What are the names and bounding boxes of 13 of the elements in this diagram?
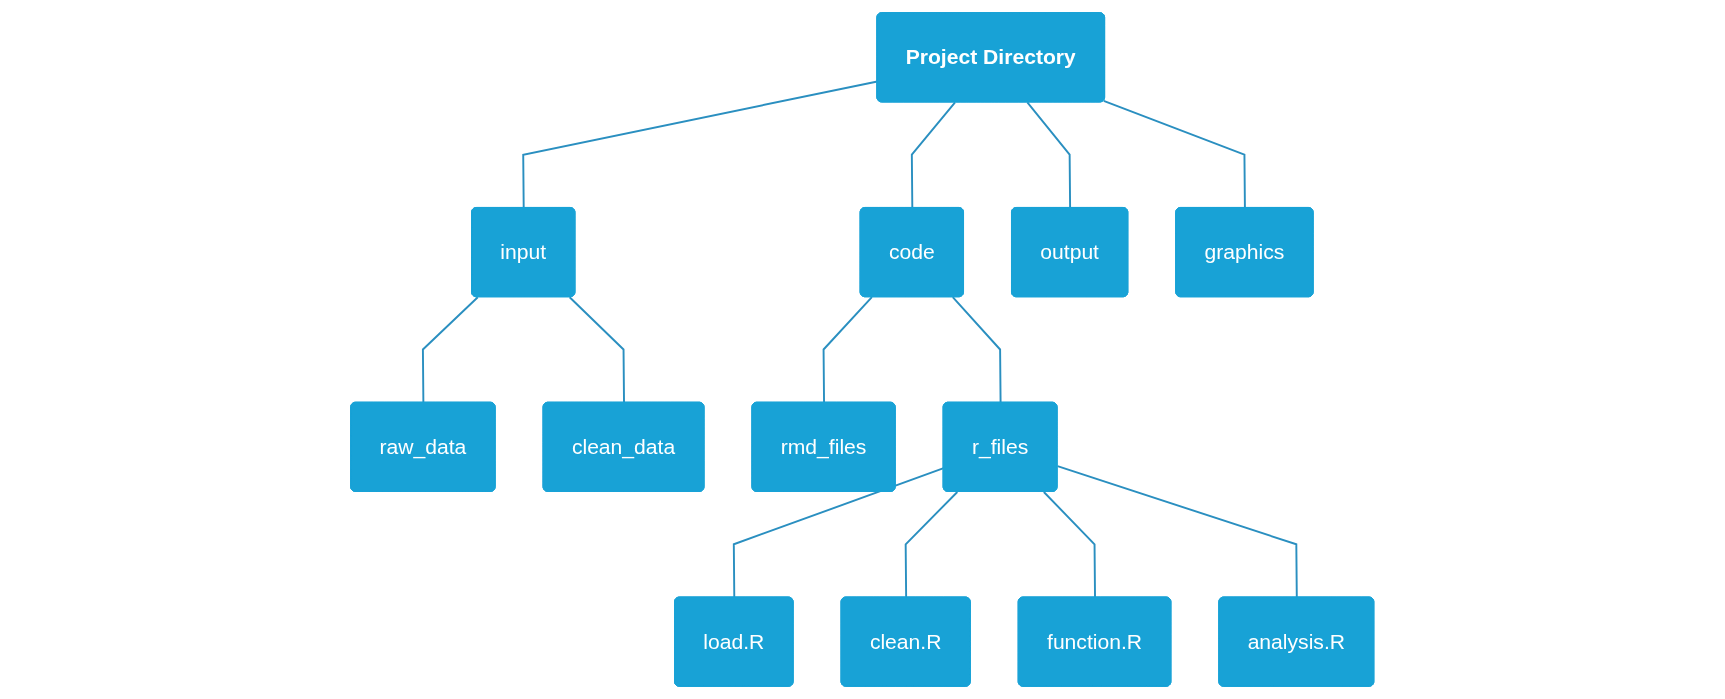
connector [1056,465,1298,599]
connector [1043,491,1097,599]
connector [952,296,1002,404]
connector [822,296,874,404]
connector [1026,101,1072,209]
connector [522,80,879,209]
connector [422,296,479,404]
connector [733,467,945,599]
connector [568,296,626,404]
connector [904,491,959,599]
connector [1103,100,1247,209]
tree-diagram: Project Directory input code output graphics raw_data clean_data rmd_files r_files load.R clean.R function.R analysis.R [343,5,1382,694]
connector [911,101,957,209]
